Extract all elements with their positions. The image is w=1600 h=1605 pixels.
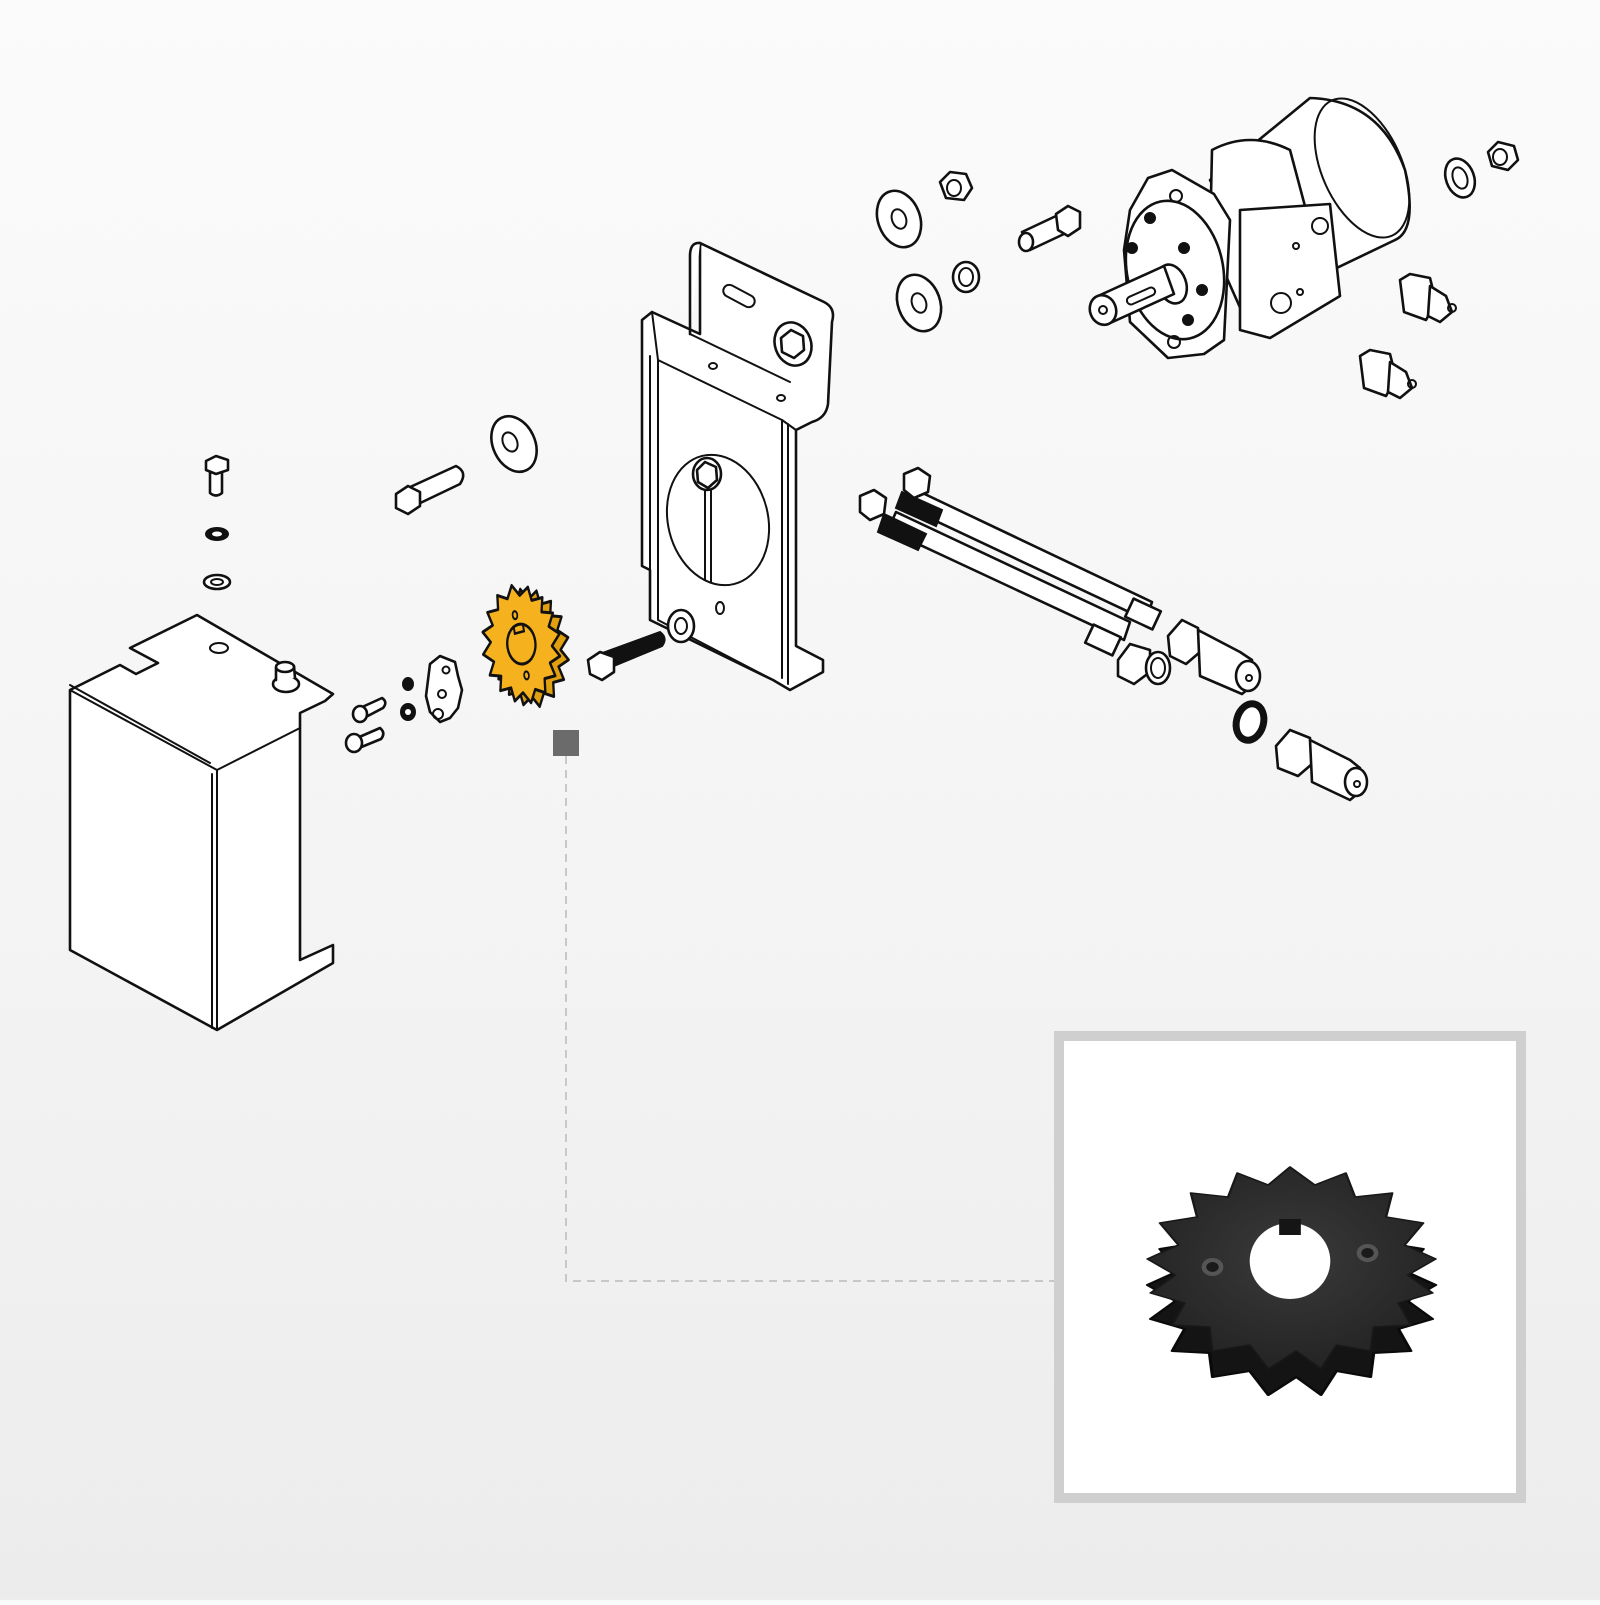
mounting-bracket[interactable] xyxy=(640,241,835,692)
gear-photo-callout[interactable]: photo of highlighted gear xyxy=(1054,1031,1526,1503)
quick-coupler[interactable] xyxy=(1274,728,1369,802)
flat-washer-left[interactable] xyxy=(202,573,232,591)
gear-hub-plate[interactable] xyxy=(424,654,464,724)
motor-bolt[interactable] xyxy=(1017,204,1082,253)
top-bolt[interactable] xyxy=(204,454,230,497)
leader-line xyxy=(565,756,1054,1282)
hub-bolts[interactable] xyxy=(344,696,387,754)
cover-nut-icon xyxy=(271,660,301,694)
hydraulic-hoses[interactable] xyxy=(858,466,1262,696)
hub-washers[interactable] xyxy=(400,677,416,721)
o-ring[interactable] xyxy=(1229,698,1271,747)
threaded-bolt-lower[interactable] xyxy=(586,630,666,682)
bracket-bolt-top-icon xyxy=(691,456,723,492)
gear-photo-icon xyxy=(1145,1166,1438,1396)
large-washer-upper[interactable] xyxy=(483,409,546,479)
washers-motor[interactable] xyxy=(869,154,1480,337)
nuts-motor[interactable] xyxy=(938,140,1520,202)
motor-fittings[interactable] xyxy=(1358,272,1457,400)
bracket-bolt-icon xyxy=(773,321,813,367)
spur-gear-highlighted[interactable] xyxy=(473,573,577,719)
bracket-washer-icon xyxy=(666,608,696,644)
long-bolt-upper[interactable] xyxy=(394,464,465,516)
lock-washer-left[interactable] xyxy=(205,527,229,541)
callout-marker[interactable] xyxy=(553,730,579,756)
cover-box[interactable] xyxy=(68,613,335,1032)
hydraulic-motor[interactable] xyxy=(1086,84,1429,360)
